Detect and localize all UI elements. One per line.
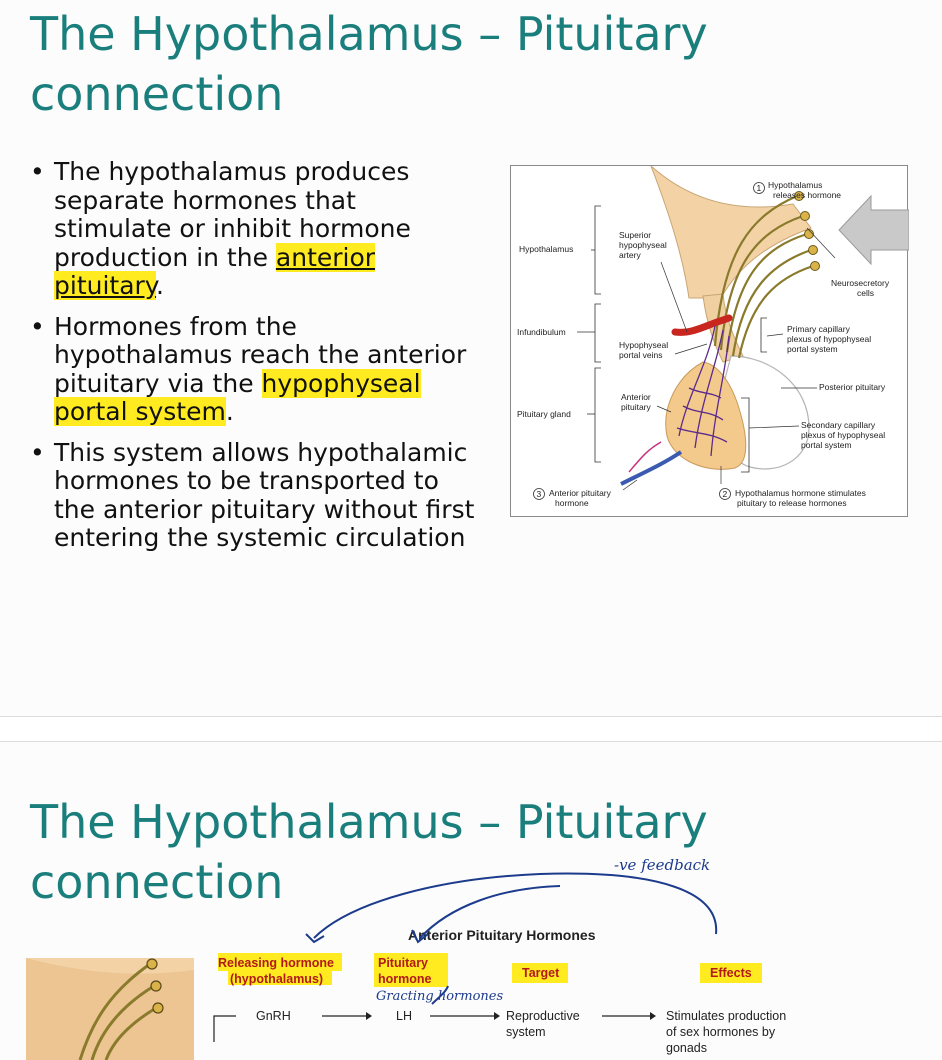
feedback-arrows [305, 872, 718, 1005]
slide-2: The Hypothalamus – Pituitary connection … [0, 742, 942, 1060]
neurosecretory-cells [713, 194, 814, 359]
header-pituitary-2: hormone [378, 972, 432, 986]
row1-releasing: GnRH [256, 1009, 291, 1023]
row1-effects-2: of sex hormones by [666, 1025, 776, 1039]
superior-artery [671, 314, 733, 336]
bullet-list: The hypothalamus produces separate hormo… [30, 157, 480, 565]
label-primary-2: plexus of hypophyseal [787, 334, 871, 344]
capillary-plexus [676, 325, 730, 457]
highlight-releasing-2 [228, 969, 332, 985]
row1-effects-3: gonads [666, 1041, 707, 1055]
label-hpv-2: portal veins [619, 350, 662, 360]
step-2-number: 2 [723, 489, 728, 499]
label-secondary-3: portal system [801, 440, 852, 450]
portal-system-diagram: 1 Hypothalamus releases hormone Hypothal… [510, 165, 909, 517]
label-hypothalamus: Hypothalamus [519, 244, 573, 254]
label-superior-1: Superior [619, 230, 651, 240]
slide-1: The Hypothalamus – Pituitary connection … [0, 0, 942, 716]
region-brackets [577, 205, 767, 473]
label-secondary-1: Secondary capillary [801, 420, 876, 430]
label-anterior-1: Anterior [621, 392, 651, 402]
table-title: Anterior Pituitary Hormones [408, 927, 596, 943]
step-3-label-2: hormone [555, 498, 589, 508]
label-posterior: Posterior pituitary [819, 382, 886, 392]
header-releasing-2: (hypothalamus) [230, 972, 323, 986]
highlight-pituitary [374, 953, 448, 987]
header-target: Target [522, 966, 560, 980]
neuron-bodies [794, 191, 820, 271]
row1-target-2: system [506, 1025, 546, 1039]
label-hpv-1: Hypophyseal [619, 340, 668, 350]
row1-target-1: Reproductive [506, 1009, 580, 1023]
bullet-2-text-b: . [225, 397, 234, 426]
anterior-pituitary [665, 361, 747, 470]
highlight-effects [700, 963, 762, 983]
label-secondary-2: plexus of hypophyseal [801, 430, 885, 440]
incoming-arrow-icon [838, 194, 909, 266]
header-pituitary-1: Pituitary [378, 956, 428, 970]
highlight-target [512, 963, 568, 983]
header-effects: Effects [710, 966, 752, 980]
leader-lines [622, 227, 836, 491]
header-releasing-1: Releasing hormone [218, 956, 334, 970]
label-anterior-2: pituitary [621, 402, 652, 412]
label-superior-2: hypophyseal [619, 240, 667, 250]
step-3-label-1: Anterior pituitary [549, 488, 612, 498]
bullet-1-text-b: . [156, 271, 164, 300]
bullet-item-2: Hormones from the hypothalamus reach the… [30, 311, 480, 427]
slide-1-title: The Hypothalamus – Pituitary connection [30, 7, 708, 121]
step-1-number: 1 [757, 183, 762, 193]
slide-separator [0, 716, 942, 742]
slide-2-title: The Hypothalamus – Pituitary connection [30, 795, 708, 909]
neuron-thumbnail [26, 958, 194, 1060]
row1-effects-1: Stimulates production [666, 1009, 786, 1023]
label-pituitary-gland: Pituitary gland [517, 409, 571, 419]
step-2-label-2: pituitary to release hormones [737, 498, 847, 508]
hormone-outflow [628, 441, 662, 473]
row1-pituitary: LH [396, 1009, 412, 1023]
handwriting-feedback: -ve feedback [614, 856, 710, 874]
bullet-2-text-a: Hormones from the hypothalamus reach the… [54, 311, 467, 398]
bullet-item-3: This system allows hypothalamic hormones… [30, 437, 480, 553]
step-2-label-1: Hypothalamus hormone stimulates [735, 488, 866, 498]
bullet-1-text-a: The hypothalamus produces separate hormo… [54, 157, 411, 272]
hormone-table-svg: Anterior Pituitary Hormones Releasing ho… [26, 856, 786, 1060]
portal-system-svg: 1 Hypothalamus releases hormone Hypothal… [517, 166, 909, 508]
label-neuro-1: Neurosecretory [831, 278, 890, 288]
step-3-number: 3 [537, 489, 542, 499]
handwriting-acting: Gracting hormones [376, 989, 503, 1004]
step-1-label-2: releases hormone [773, 190, 841, 200]
step-1-label-1: Hypothalamus [768, 180, 822, 190]
bullet-item-1: The hypothalamus produces separate hormo… [30, 157, 480, 301]
label-primary-1: Primary capillary [787, 324, 851, 334]
label-infundibulum: Infundibulum [517, 327, 566, 337]
bullet-3-text: This system allows hypothalamic hormones… [54, 437, 475, 552]
row-bracket [213, 1015, 236, 1042]
hypothalamus-tissue [650, 166, 812, 299]
label-superior-3: artery [619, 250, 641, 260]
systemic-vein [620, 450, 683, 486]
highlight-releasing-1 [218, 953, 342, 971]
label-primary-3: portal system [787, 344, 838, 354]
label-neuro-2: cells [857, 288, 874, 298]
